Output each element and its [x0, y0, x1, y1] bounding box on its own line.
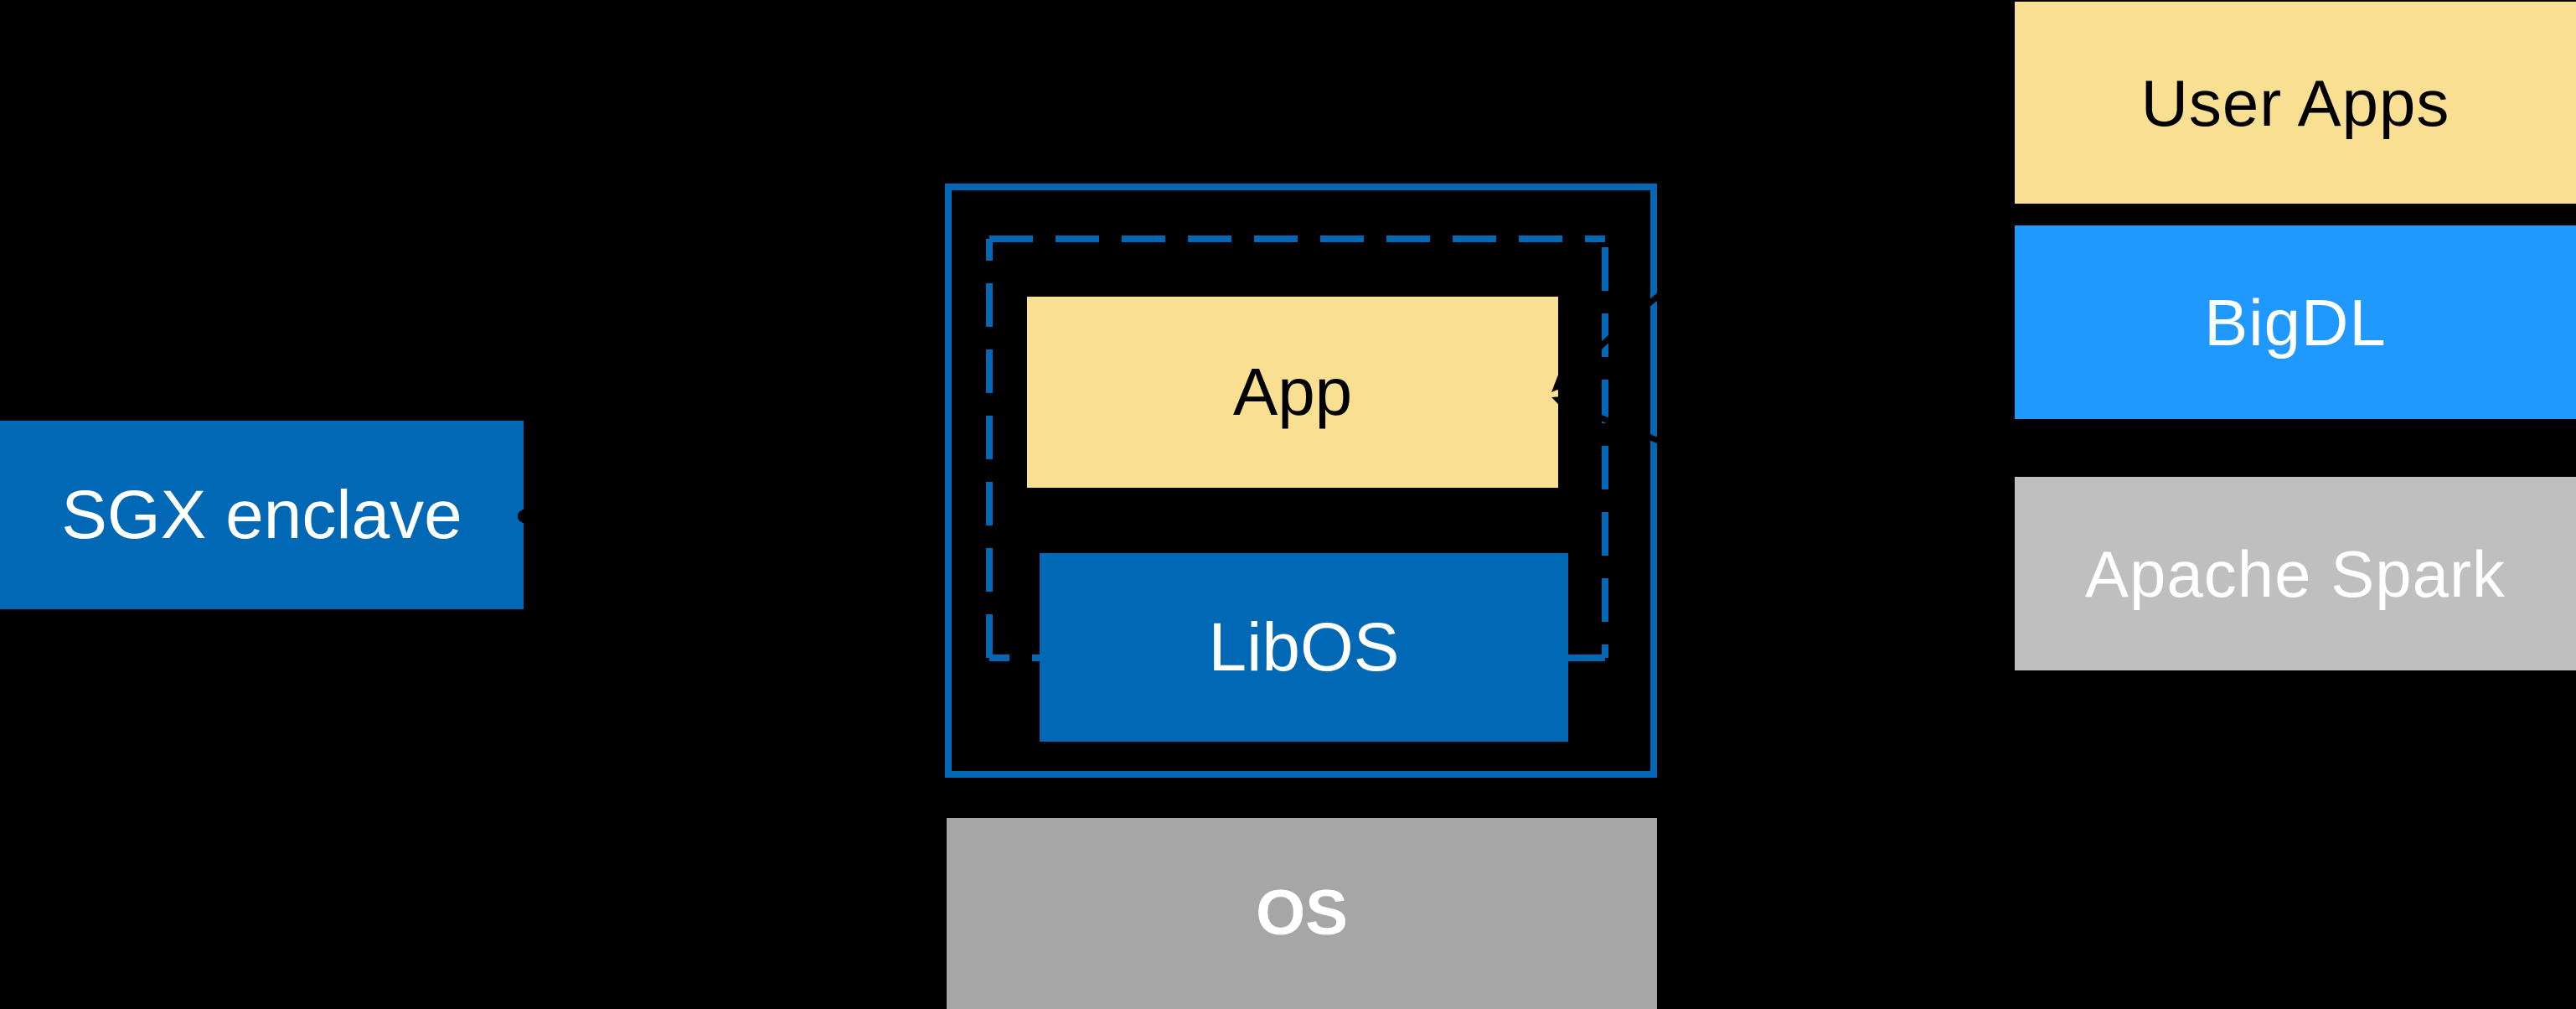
connector-spark-arrowhead-icon — [1551, 396, 1575, 414]
os-label: OS — [1256, 877, 1348, 949]
sgx-enclave-label: SGX enclave — [61, 476, 462, 553]
libos-box: LibOS — [1040, 553, 1568, 742]
apache-spark-box: Apache Spark — [2015, 477, 2576, 670]
sgx-enclave-label-box: SGX enclave — [0, 421, 524, 609]
bigdl-box: BigDL — [2015, 225, 2576, 419]
app-box: App — [1027, 297, 1558, 488]
os-box: OS — [947, 818, 1657, 1009]
connector-userapps-line — [1554, 91, 2000, 391]
user-apps-label: User Apps — [2140, 65, 2450, 140]
connector-sgx-to-enclave — [518, 508, 940, 525]
connector-sgx-arrowhead-icon — [918, 508, 940, 525]
connector-userapps-arrowhead-icon — [1551, 370, 1573, 392]
app-label: App — [1232, 354, 1353, 429]
connector-userapps-to-app — [1551, 87, 2005, 392]
enclave-solid-border — [945, 184, 1657, 778]
connector-spark-to-app — [1551, 396, 2005, 583]
apache-spark-label: Apache Spark — [2085, 536, 2506, 611]
connector-spark-line — [1556, 397, 2000, 580]
libos-label: LibOS — [1208, 608, 1400, 686]
bigdl-label: BigDL — [2204, 285, 2387, 360]
user-apps-box: User Apps — [2015, 2, 2576, 204]
